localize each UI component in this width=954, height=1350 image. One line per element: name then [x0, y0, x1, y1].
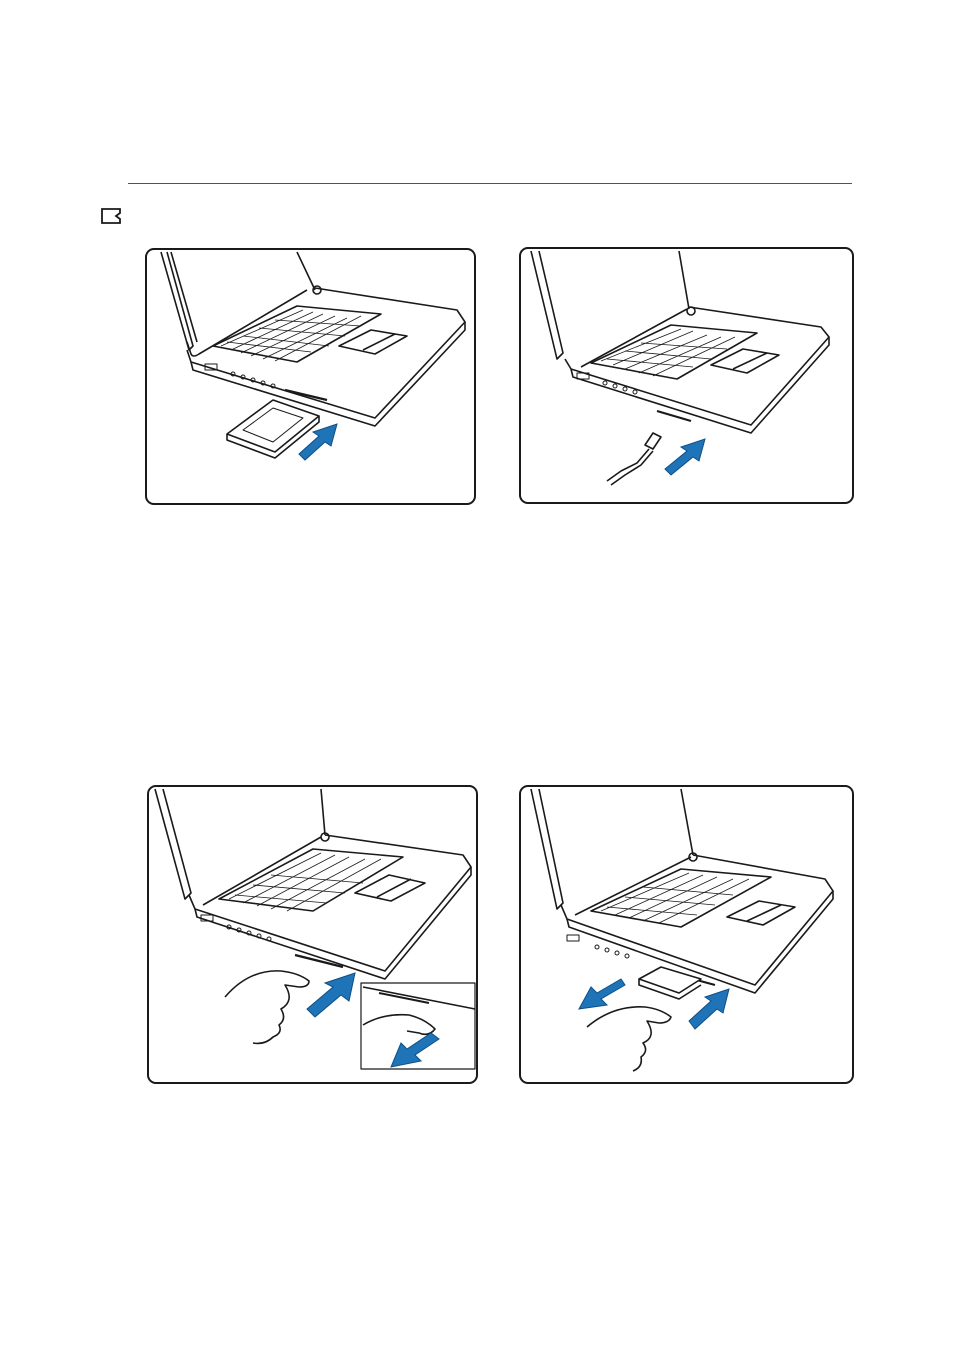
laptop-illustration: [521, 249, 852, 502]
pc-card-icon: [100, 207, 122, 225]
laptop-illustration: [521, 787, 852, 1082]
insert-pc-card-panel: [145, 248, 476, 505]
laptop-illustration: [149, 787, 476, 1082]
laptop-illustration: [147, 250, 474, 503]
remove-pc-card-panel: [519, 785, 854, 1084]
press-eject-button-panel: [147, 785, 478, 1084]
header-rule: [128, 183, 852, 184]
connect-cable-panel: [519, 247, 854, 504]
